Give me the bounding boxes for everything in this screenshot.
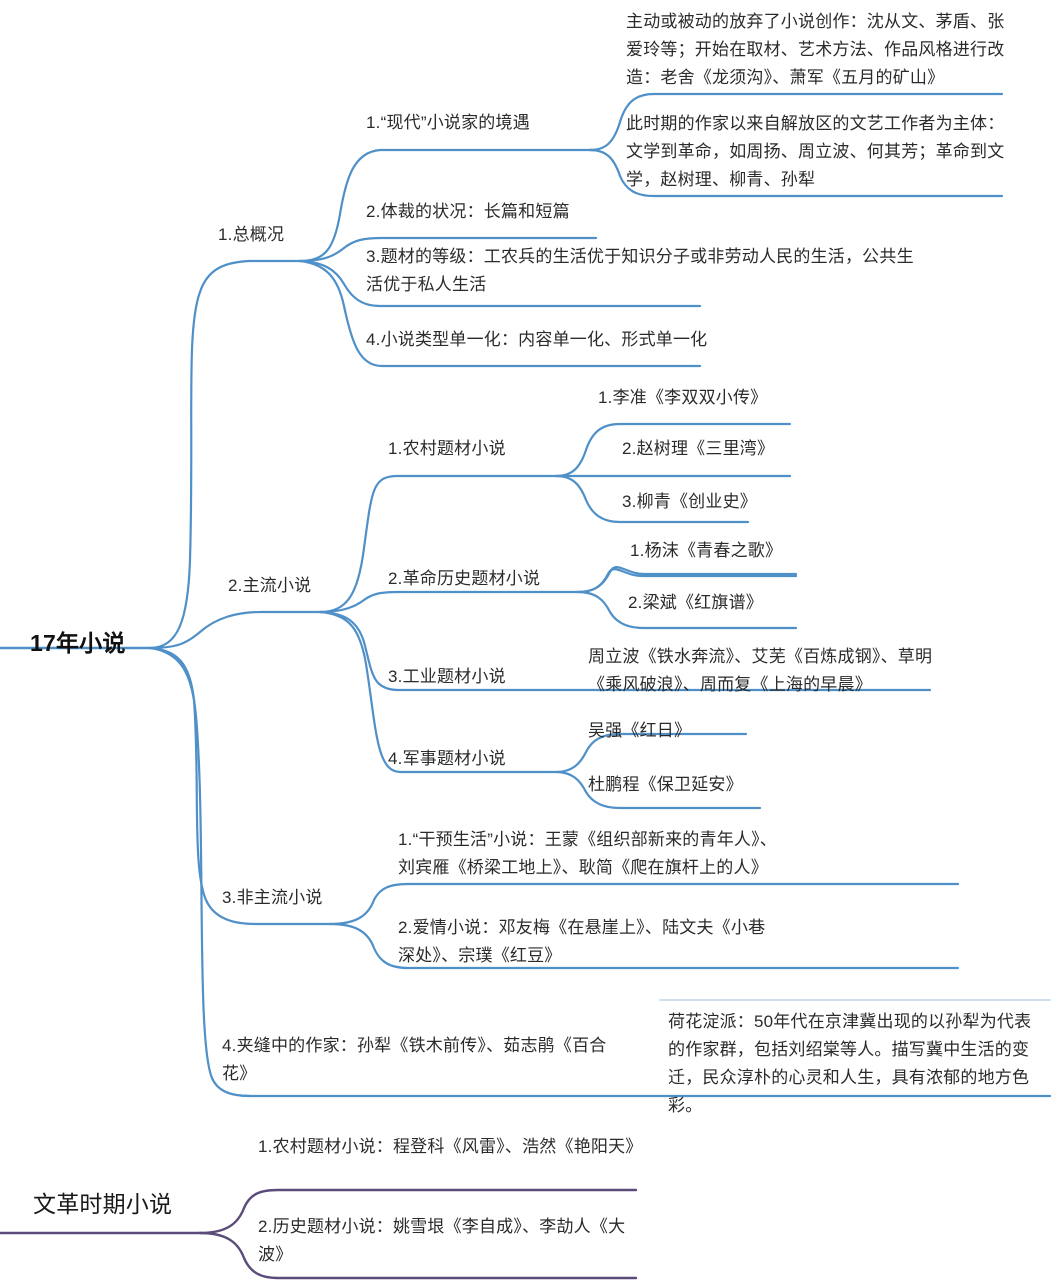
node-ticai-dengji[interactable]: 3.题材的等级：工农兵的生活优于知识分子或非劳动人民的生活，公共生活优于私人生活: [366, 247, 914, 294]
leaf-geming-2[interactable]: 2.梁斌《红旗谱》: [628, 593, 763, 612]
branch-label-jiafeng[interactable]: 4.夹缝中的作家：孙犁《铁木前传》、茹志鹃《百合花》: [222, 1036, 607, 1083]
leaf-wenge-2[interactable]: 2.历史题材小说：姚雪垠《李自成》、李劼人《大波》: [258, 1217, 626, 1264]
leaf-feizhuliu-2[interactable]: 2.爱情小说：邓友梅《在悬崖上》、陆文夫《小巷深处》、宗璞《红豆》: [398, 918, 766, 965]
leaf-geming-1[interactable]: 1.杨沫《青春之歌》: [630, 541, 783, 560]
leaf-nongcun-3[interactable]: 3.柳青《创业史》: [622, 492, 757, 511]
leaf-feizhuliu-1[interactable]: 1.“干预生活”小说：王蒙《组织部新来的青年人》、刘宾雁《桥梁工地上》、耿简《爬…: [398, 830, 777, 877]
node-xiandai-detail-2[interactable]: 此时期的作家以来自解放区的文艺工作者为主体：文学到革命，如周扬、周立波、何其芳；…: [626, 114, 1005, 189]
node-leixing-danyihua[interactable]: 4.小说类型单一化：内容单一化、形式单一化: [366, 330, 708, 349]
leaf-nongcun-2[interactable]: 2.赵树理《三里湾》: [622, 439, 775, 458]
wire-root-to-feizhuliu: [148, 646, 258, 926]
node-xiandai-jingyu[interactable]: 1.“现代”小说家的境遇: [366, 113, 530, 132]
node-xiandai-detail-1[interactable]: 主动或被动的放弃了小说创作：沈从文、茅盾、张爱玲等；开始在取材、艺术方法、作品风…: [626, 12, 1005, 87]
root-node-17nian[interactable]: 17年小说: [30, 630, 126, 656]
leaf-hehuadianpai[interactable]: 荷花淀派：50年代在京津冀出现的以孙犁为代表的作家群，包括刘绍棠等人。描写冀中生…: [668, 1012, 1032, 1115]
node-nongcun-ticai[interactable]: 1.农村题材小说: [388, 439, 506, 458]
node-gongye-ticai[interactable]: 3.工业题材小说: [388, 667, 506, 686]
node-ticai-zhuangkuang[interactable]: 2.体裁的状况：长篇和短篇: [366, 202, 570, 221]
leaf-wenge-1[interactable]: 1.农村题材小说：程登科《风雷》、浩然《艳阳天》: [258, 1137, 643, 1156]
branch-label-zonggaikuang[interactable]: 1.总概况: [218, 225, 285, 244]
branch-label-feizhuliu[interactable]: 3.非主流小说: [222, 888, 323, 907]
node-geming-lishi[interactable]: 2.革命历史题材小说: [388, 569, 541, 588]
root-node-wenge[interactable]: 文革时期小说: [33, 1191, 173, 1217]
leaf-junshi-2[interactable]: 杜鹏程《保卫延安》: [588, 775, 743, 794]
node-junshi-ticai[interactable]: 4.军事题材小说: [388, 749, 506, 768]
wire-root-to-jiafeng: [148, 646, 252, 1098]
branch-label-zhuliu[interactable]: 2.主流小说: [228, 576, 312, 595]
leaf-nongcun-1[interactable]: 1.李准《李双双小传》: [598, 388, 768, 407]
leaf-junshi-1[interactable]: 吴强《红日》: [588, 721, 692, 740]
leaf-gongye-1[interactable]: 周立波《铁水奔流》、艾芜《百炼成钢》、草明《乘风破浪》、周而复《上海的早晨》: [588, 647, 933, 694]
